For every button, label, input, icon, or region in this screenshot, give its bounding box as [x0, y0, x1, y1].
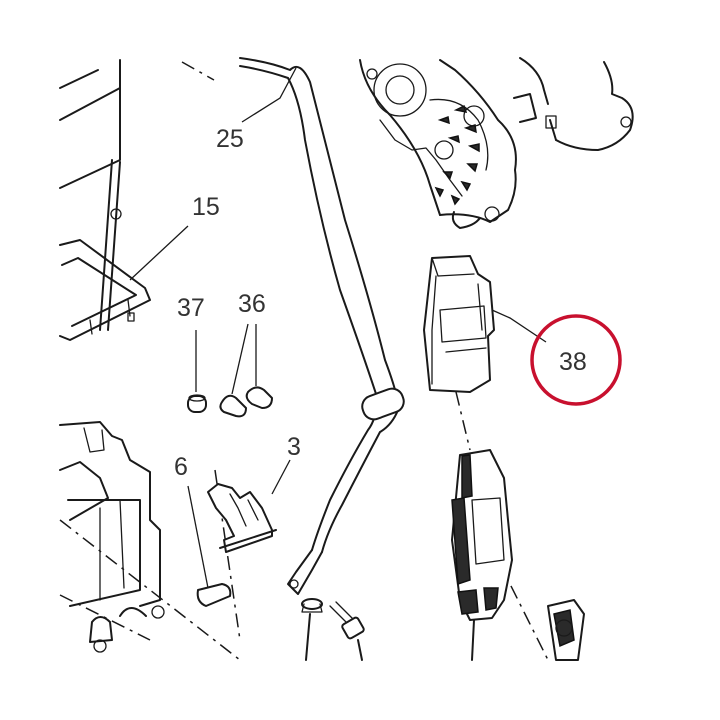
highlight-circle — [530, 314, 622, 406]
part-3-clip — [207, 483, 277, 553]
callout-15[interactable]: 15 — [192, 193, 220, 221]
lower-left-housing — [59, 421, 165, 653]
motor-assembly — [359, 57, 634, 229]
part-36-pads — [219, 386, 273, 418]
part-15-frame — [59, 159, 151, 341]
callout-6[interactable]: 6 — [174, 453, 188, 481]
control-module — [451, 449, 513, 661]
part-38-cover[interactable] — [423, 255, 495, 393]
part-37-grommet — [187, 394, 207, 413]
upper-left-housing — [59, 59, 215, 189]
bottom-right-bracket — [547, 599, 585, 661]
callout-37[interactable]: 37 — [177, 294, 205, 322]
leader-lines — [129, 67, 547, 589]
callout-25[interactable]: 25 — [216, 125, 244, 153]
part-25-cable — [239, 57, 405, 595]
callout-3[interactable]: 3 — [287, 433, 301, 461]
part-6-block — [196, 583, 232, 607]
fasteners — [301, 598, 365, 661]
callout-38[interactable]: 38 — [559, 348, 587, 376]
callout-36[interactable]: 36 — [238, 290, 266, 318]
